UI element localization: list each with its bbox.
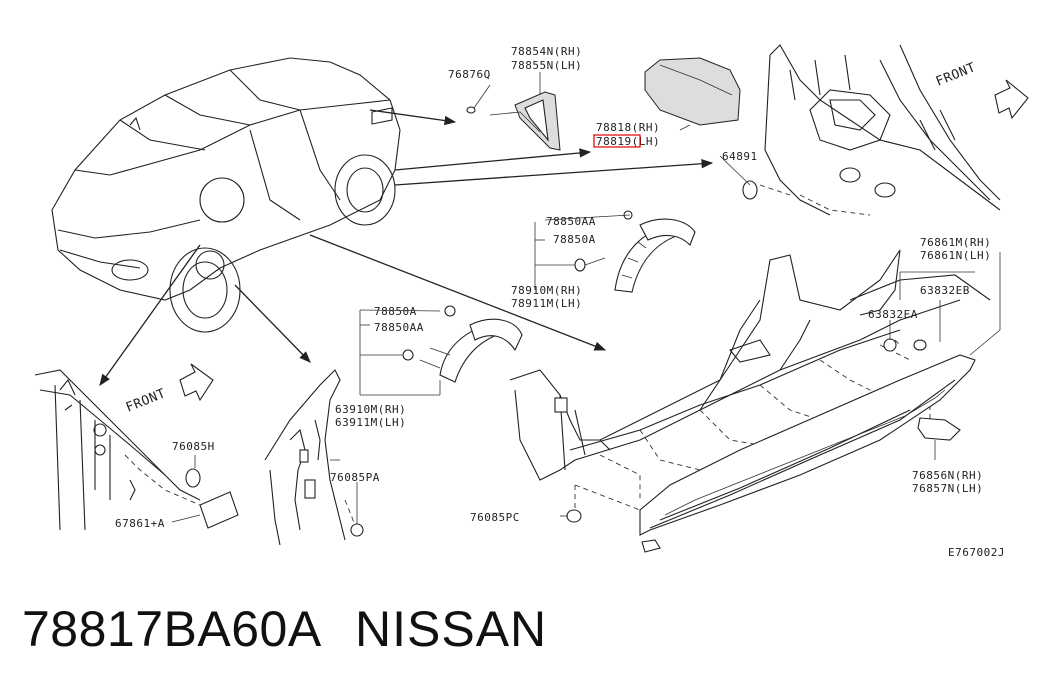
label-78855N: 78855N(LH) (511, 59, 582, 72)
label-78910M: 78910M(RH) (511, 284, 582, 297)
clips (350, 338, 927, 537)
label-76085PA: 76085PA (330, 471, 380, 484)
leader-lines (171, 155, 1001, 524)
body-side-frame (509, 249, 991, 481)
vehicle-illustration (51, 57, 401, 333)
label-63832EA: 63832EA (868, 308, 918, 321)
rear-arch-liner (574, 210, 696, 293)
callout-arrows (99, 109, 714, 386)
a-pillar-detail (34, 369, 239, 531)
quarter-trim-part (466, 72, 561, 151)
label-76876Q: 76876Q (448, 68, 491, 81)
label-78850AA-mid: 78850AA (374, 321, 424, 334)
b-pillar-detail (264, 369, 356, 546)
highlight-box (593, 134, 641, 148)
front-label: FRONT (124, 386, 168, 416)
label-78850A-top: 78850A (553, 233, 596, 246)
front-arch-liner (402, 305, 523, 383)
fender-piece (644, 57, 741, 131)
label-78911M: 78911M(LH) (511, 297, 582, 310)
label-76861M: 76861M(RH) (920, 236, 991, 249)
label-76085PC: 76085PC (470, 511, 520, 524)
brand-name: NISSAN (355, 601, 548, 657)
label-76857N: 76857N(LH) (912, 482, 983, 495)
label-78819: 78819(LH) (596, 135, 660, 148)
label-76085H: 76085H (172, 440, 215, 453)
label-78850A-mid: 78850A (374, 305, 417, 318)
label-63910M: 63910M(RH) (335, 403, 406, 416)
label-76856N: 76856N(RH) (912, 469, 983, 482)
label-63832EB: 63832EB (920, 284, 970, 297)
part-labels: 76876Q 78854N(RH) 78855N(LH) 78818(RH) 7… (115, 45, 1005, 559)
front-indicator-bottom: FRONT (124, 363, 214, 416)
label-67861: 67861+A (115, 517, 165, 530)
label-63911M: 63911M(LH) (335, 416, 406, 429)
part-number: 78817BA60A (22, 601, 322, 657)
diagram-reference: E767002J (948, 546, 1005, 559)
side-sill-cover (639, 354, 976, 553)
label-78850AA-top: 78850AA (546, 215, 596, 228)
interior-floor (742, 44, 1001, 216)
label-78854N: 78854N(RH) (511, 45, 582, 58)
label-64891: 64891 (722, 150, 758, 163)
front-indicator-top: FRONT (934, 60, 1029, 120)
front-label: FRONT (934, 60, 978, 90)
label-78818: 78818(RH) (596, 121, 660, 134)
label-76861N: 76861N(LH) (920, 249, 991, 262)
